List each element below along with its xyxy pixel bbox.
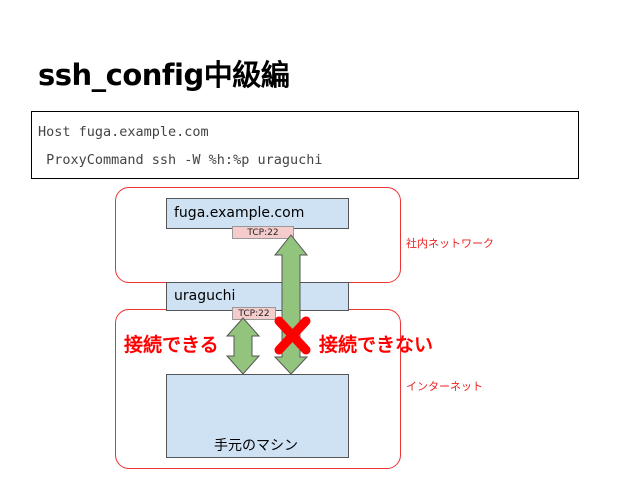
code-line-proxycommand: ProxyCommand ssh -W %h:%p uraguchi [38, 152, 323, 168]
host-uraguchi: uraguchi [166, 282, 349, 311]
status-connectable: 接続できる [124, 334, 219, 356]
page-title: ssh_config中級編 [38, 58, 290, 92]
host-local-machine: 手元のマシン [166, 374, 349, 458]
blocked-cross-icon [274, 316, 311, 355]
arrow-local-to-uraguchi [225, 317, 261, 375]
code-line-host: Host fuga.example.com [38, 124, 209, 140]
host-uraguchi-label: uraguchi [174, 288, 236, 304]
host-local-label: 手元のマシン [214, 438, 298, 454]
host-fuga-port: TCP:22 [232, 226, 294, 239]
host-fuga-label: fuga.example.com [174, 205, 305, 221]
status-not-connectable: 接続できない [319, 334, 434, 356]
internet-label: インターネット [406, 380, 483, 393]
host-uraguchi-port: TCP:22 [232, 307, 276, 320]
internal-network-label: 社内ネットワーク [406, 237, 494, 250]
code-block: Host fuga.example.com ProxyCommand ssh -… [31, 111, 579, 179]
